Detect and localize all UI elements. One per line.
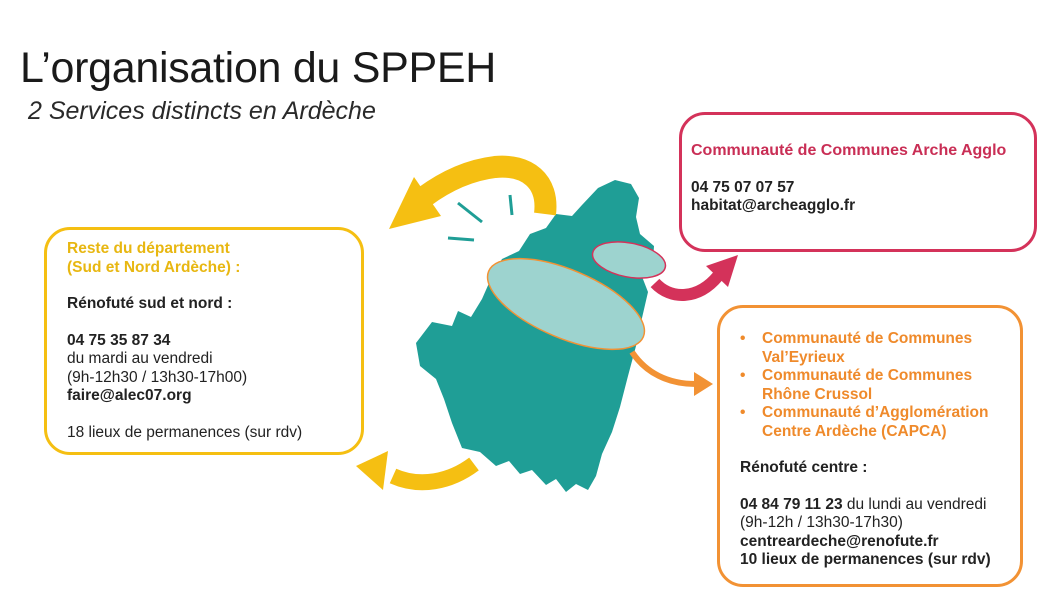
right-phone: 04 84 79 11 23 — [740, 495, 843, 513]
centre-ardeche-box: Communauté de Communes Val’Eyrieux Commu… — [717, 305, 1023, 587]
right-locations: 10 lieux de permanences (sur rdv) — [740, 551, 991, 568]
teal-tick — [457, 201, 483, 224]
right-phone-line: 04 84 79 11 23 du lundi au vendredi — [740, 496, 1020, 515]
orange-arrow — [629, 350, 697, 387]
yellow-arrow-bottom — [389, 457, 479, 491]
yellow-arrow-top — [417, 155, 557, 216]
crimson-arrowhead — [706, 255, 738, 287]
community-list-item: Communauté d’Agglomération Centre Ardèch… — [740, 404, 1020, 441]
orange-arrowhead — [694, 372, 713, 396]
centre-zone-ellipse — [486, 257, 646, 351]
arche-agglo-zone-ellipse — [591, 241, 667, 279]
top-phone: 04 75 07 07 57 — [691, 178, 795, 196]
community-list-item: Communauté de Communes Rhône Crussol — [740, 367, 1020, 404]
left-days: du mardi au vendredi — [67, 350, 213, 367]
right-days: du lundi au vendredi — [842, 495, 987, 513]
left-heading-line1: Reste du département — [67, 240, 230, 257]
right-email: centreardeche@renofute.fr — [740, 532, 939, 550]
community-list-item: Communauté de Communes Val’Eyrieux — [740, 330, 1020, 367]
yellow-arrowhead-top — [389, 177, 441, 229]
left-phone: 04 75 35 87 34 — [67, 331, 171, 349]
right-service-name: Rénofuté centre : — [740, 459, 868, 476]
community-list: Communauté de Communes Val’Eyrieux Commu… — [740, 330, 1020, 441]
left-email: faire@alec07.org — [67, 387, 192, 404]
crimson-arrow — [650, 271, 723, 301]
left-hours: (9h-12h30 / 13h30-17h00) — [67, 368, 248, 386]
left-heading-line2: (Sud et Nord Ardèche) : — [67, 258, 241, 276]
teal-tick — [447, 236, 475, 242]
top-email: habitat@archeagglo.fr — [691, 197, 856, 214]
slide-title: L’organisation du SPPEH — [20, 44, 496, 92]
left-locations: 18 lieux de permanences (sur rdv) — [67, 423, 303, 441]
teal-tick — [508, 194, 514, 216]
yellow-arrowhead-bottom — [356, 451, 388, 490]
arche-agglo-box: Communauté de Communes Arche Agglo 04 75… — [679, 112, 1037, 252]
top-heading: Communauté de Communes Arche Agglo — [691, 142, 1007, 159]
right-hours: (9h-12h / 13h30-17h30) — [740, 514, 903, 531]
south-north-ardeche-box: Reste du département (Sud et Nord Ardèch… — [44, 227, 364, 455]
left-service-name: Rénofuté sud et nord : — [67, 295, 233, 312]
slide-subtitle: 2 Services distincts en Ardèche — [28, 97, 376, 125]
